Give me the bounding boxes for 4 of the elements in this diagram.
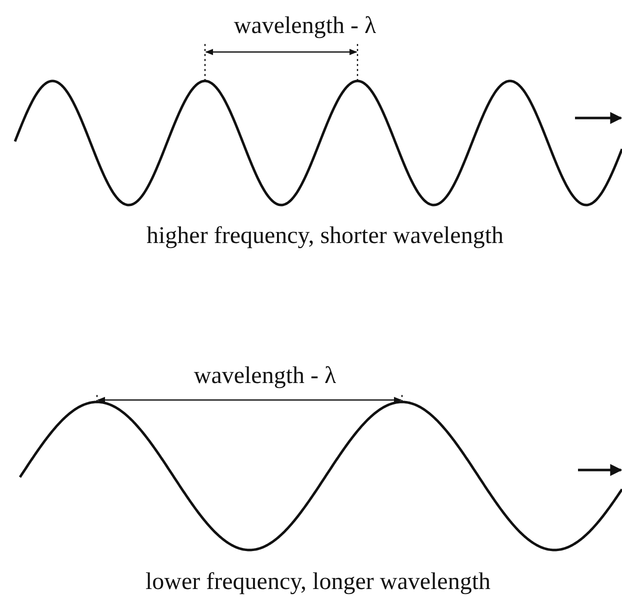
caption-text: higher frequency, shorter wavelength [146,222,504,250]
caption-text: lower frequency, longer wavelength [146,568,490,596]
dimension-label: wavelength - λ [194,362,336,390]
dimension-label: wavelength - λ [234,12,376,40]
